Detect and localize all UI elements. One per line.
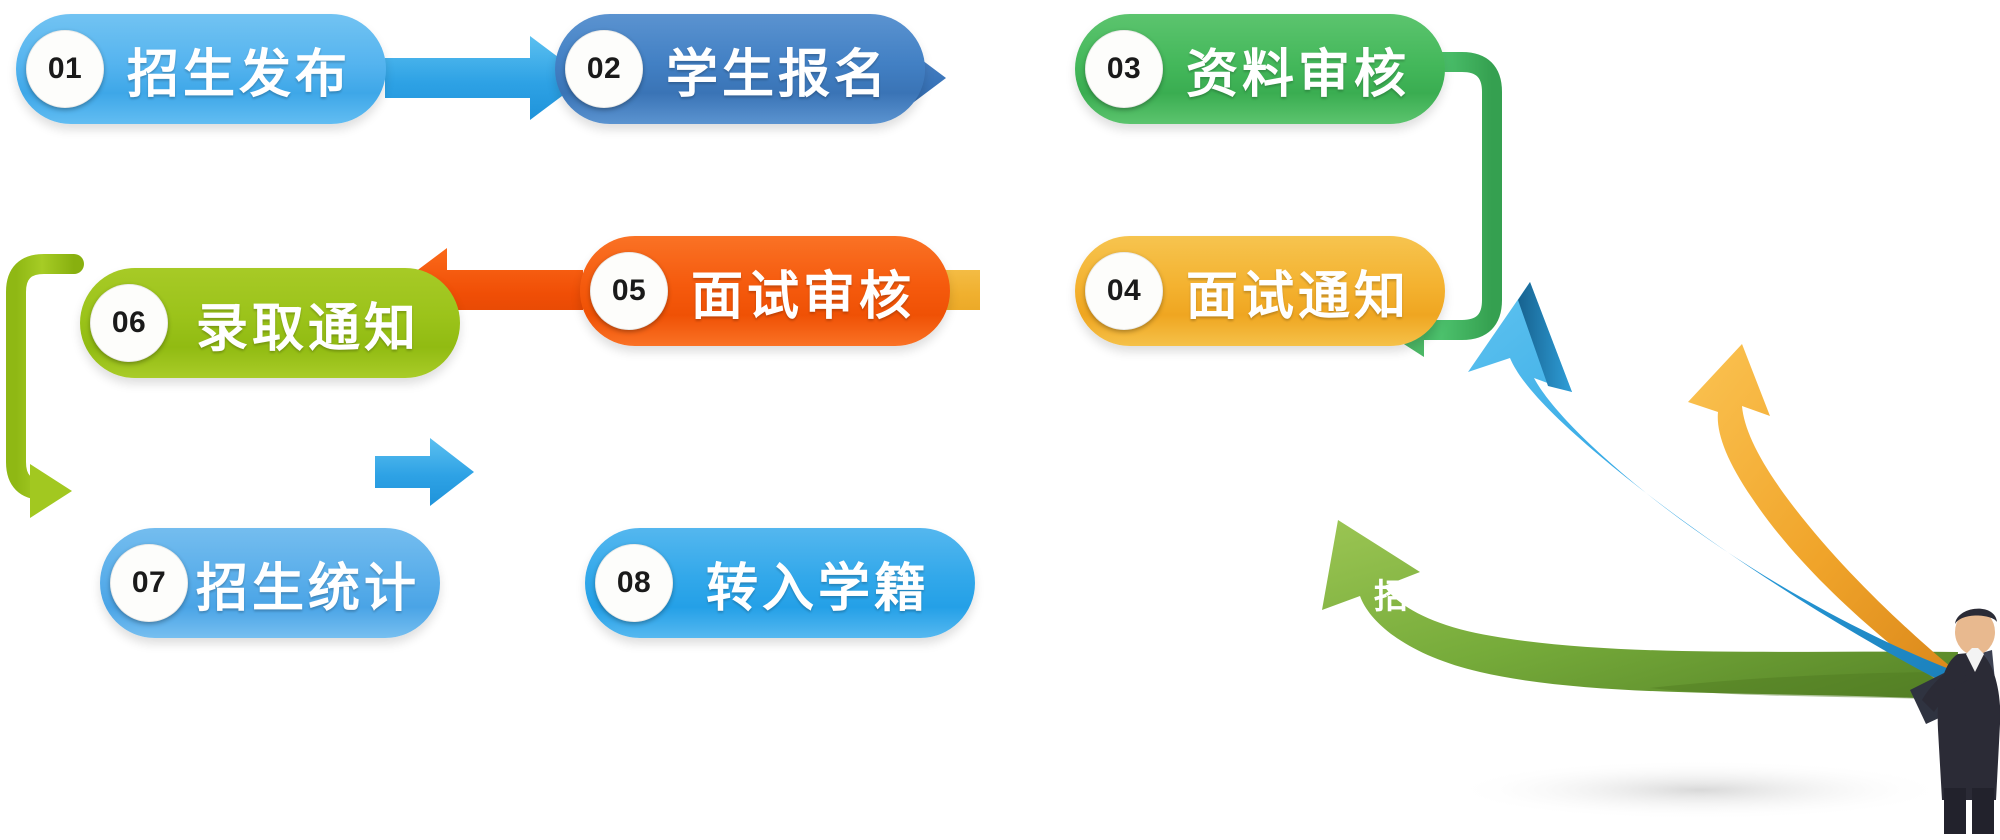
node-label: 录取通知 bbox=[195, 298, 420, 359]
node-number-badge: 08 bbox=[595, 544, 673, 622]
node-label: 招生发布 bbox=[126, 44, 351, 105]
process-node-06[interactable]: 06 录取通知 bbox=[80, 268, 460, 378]
node-number-badge: 01 bbox=[26, 30, 104, 108]
node-label: 资料审核 bbox=[1185, 44, 1410, 105]
node-number-badge: 04 bbox=[1085, 252, 1163, 330]
node-label: 转入学籍 bbox=[705, 558, 930, 619]
node-label: 面试审核 bbox=[690, 266, 915, 327]
node-label: 面试通知 bbox=[1185, 266, 1410, 327]
process-node-07[interactable]: 07 招生统计 bbox=[100, 528, 440, 638]
arrow-07-to-08 bbox=[375, 438, 474, 506]
process-node-01[interactable]: 01 招生发布 bbox=[16, 14, 386, 124]
businessman-figure bbox=[1922, 608, 2000, 834]
node-label: 招生统计 bbox=[195, 558, 420, 619]
process-node-05[interactable]: 05 面试审核 bbox=[580, 236, 950, 346]
ribbon-label-zhao: 招 bbox=[1374, 577, 1408, 617]
process-node-03[interactable]: 03 资料审核 bbox=[1075, 14, 1445, 124]
arrow-01-to-02 bbox=[385, 36, 586, 120]
node-number-badge: 02 bbox=[565, 30, 643, 108]
process-node-08[interactable]: 08 转入学籍 bbox=[585, 528, 975, 638]
node-number-badge: 05 bbox=[590, 252, 668, 330]
node-number-badge: 07 bbox=[110, 544, 188, 622]
ribbon-label-sheng: 生 bbox=[1533, 423, 1563, 458]
process-node-02[interactable]: 02 学生报名 bbox=[555, 14, 925, 124]
node-number-badge: 03 bbox=[1085, 30, 1163, 108]
node-label: 学生报名 bbox=[665, 44, 890, 105]
megaphone-ribbons-mascot: 招 生 bbox=[1322, 282, 2000, 834]
node-number-badge: 06 bbox=[90, 284, 168, 362]
process-node-04[interactable]: 04 面试通知 bbox=[1075, 236, 1445, 346]
arrow-06-to-07 bbox=[6, 254, 84, 518]
